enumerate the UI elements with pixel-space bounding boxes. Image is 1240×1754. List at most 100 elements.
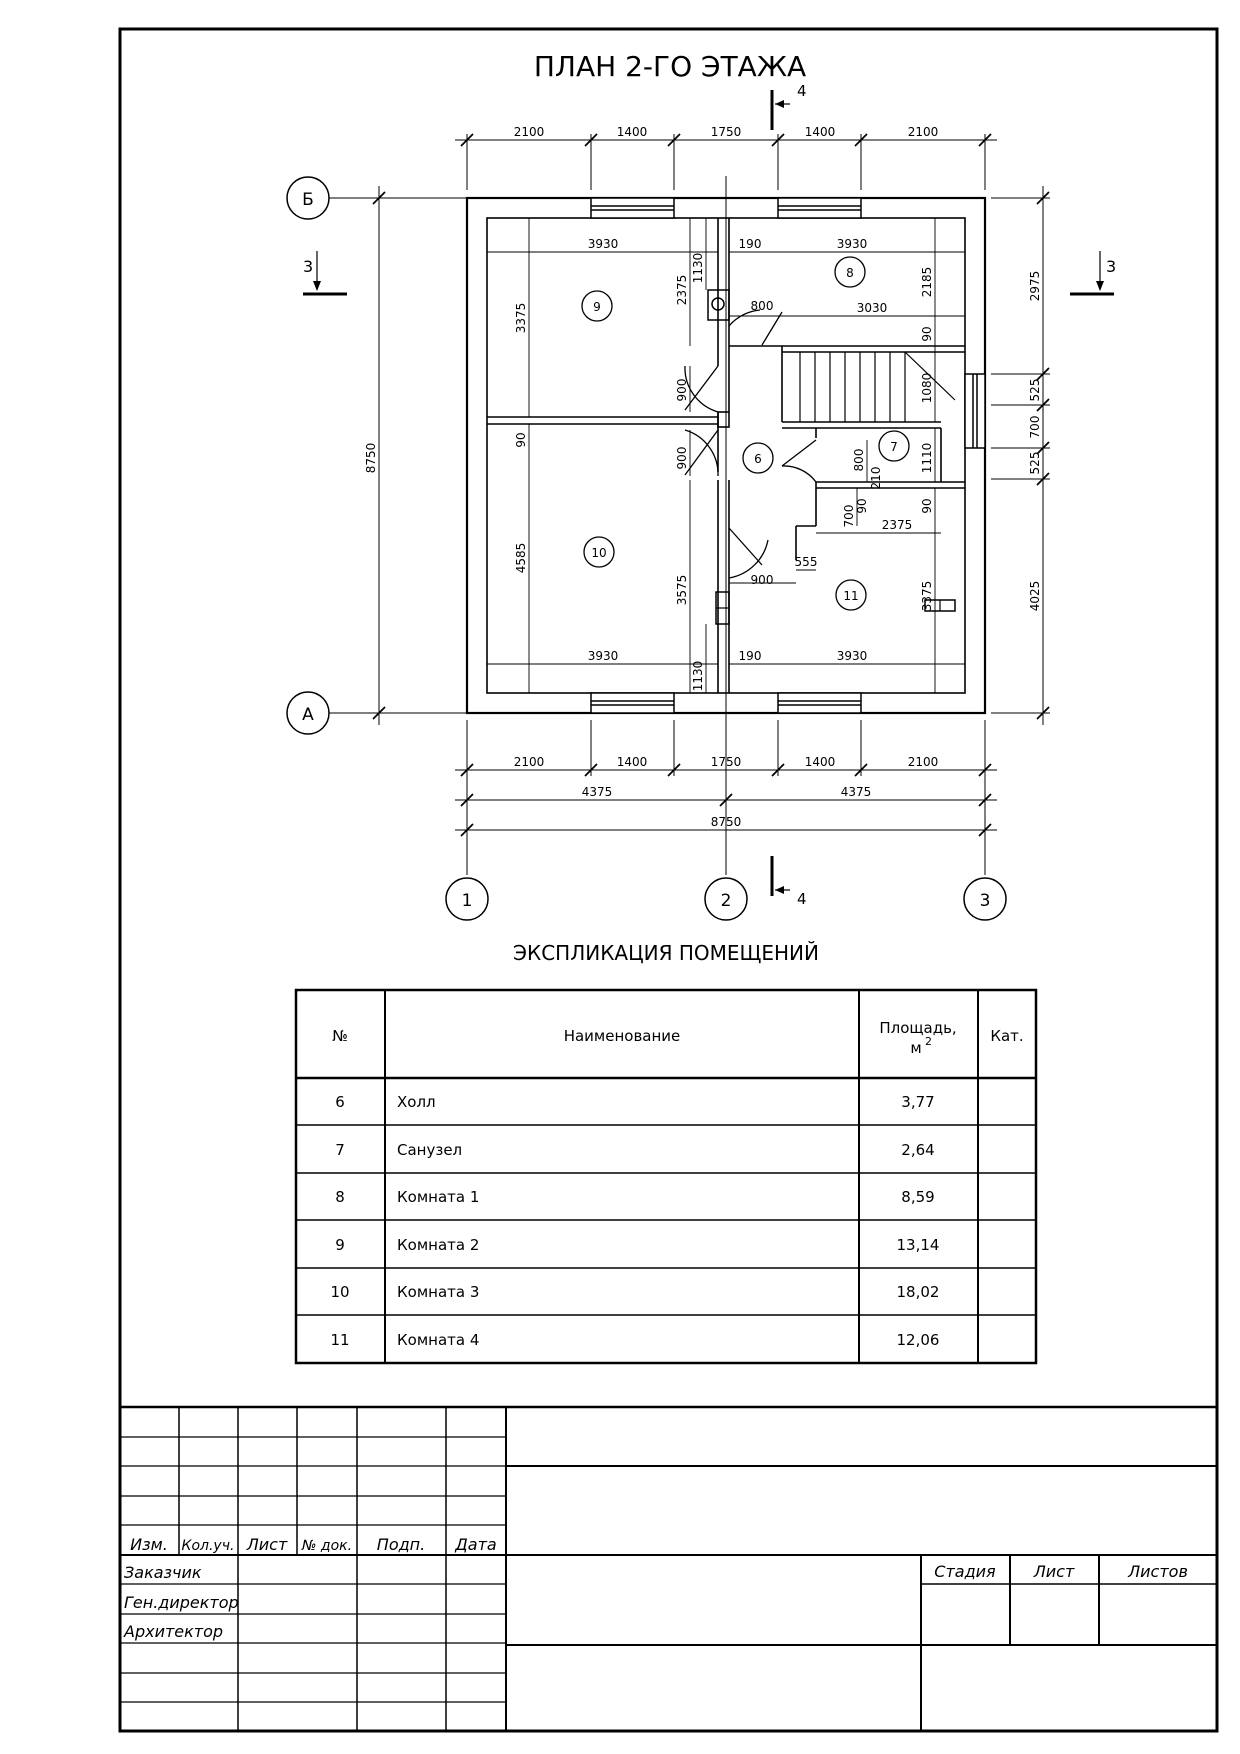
svg-text:525: 525 bbox=[1028, 379, 1042, 402]
svg-text:11: 11 bbox=[330, 1331, 349, 1349]
plan-title: ПЛАН 2-ГО ЭТАЖА bbox=[534, 50, 806, 83]
svg-text:900: 900 bbox=[675, 447, 689, 470]
room-tag-6: 6 bbox=[742, 442, 774, 474]
svg-text:9: 9 bbox=[335, 1236, 345, 1254]
svg-text:4: 4 bbox=[797, 82, 807, 100]
svg-text:1130: 1130 bbox=[691, 253, 705, 284]
svg-text:А: А bbox=[302, 705, 314, 725]
tb-col-kol: Кол.уч. bbox=[182, 1538, 235, 1554]
table-row: 9 Комната 2 13,14 bbox=[335, 1236, 939, 1254]
svg-text:4025: 4025 bbox=[1028, 581, 1042, 612]
svg-text:13,14: 13,14 bbox=[897, 1236, 940, 1254]
room-tag-10: 10 bbox=[583, 536, 615, 568]
svg-text:3930: 3930 bbox=[837, 649, 868, 663]
interior-dimension-lines bbox=[487, 218, 965, 693]
svg-text:90: 90 bbox=[514, 432, 528, 447]
svg-text:8750: 8750 bbox=[711, 815, 742, 829]
walls bbox=[465, 196, 987, 715]
svg-text:90: 90 bbox=[920, 326, 934, 341]
svg-text:90: 90 bbox=[920, 498, 934, 513]
svg-text:190: 190 bbox=[739, 237, 762, 251]
table-row: 7 Санузел 2,64 bbox=[335, 1141, 934, 1159]
tb-role-director: Ген.директор bbox=[124, 1593, 239, 1612]
svg-text:2375: 2375 bbox=[675, 275, 689, 306]
tb-col-podp: Подп. bbox=[377, 1535, 425, 1554]
header-name: Наименование bbox=[564, 1027, 681, 1045]
tb-col-data: Дата bbox=[454, 1535, 496, 1554]
svg-text:10: 10 bbox=[591, 546, 606, 560]
table-row: 10 Комната 3 18,02 bbox=[330, 1283, 939, 1301]
svg-text:Комната 4: Комната 4 bbox=[397, 1331, 479, 1349]
header-area: Площадь, bbox=[879, 1019, 956, 1037]
svg-text:525: 525 bbox=[1028, 452, 1042, 475]
svg-text:3375: 3375 bbox=[920, 581, 934, 612]
svg-text:190: 190 bbox=[739, 649, 762, 663]
svg-text:Санузел: Санузел bbox=[397, 1141, 462, 1159]
room-tag-8: 8 bbox=[834, 256, 866, 288]
svg-text:Комната 3: Комната 3 bbox=[397, 1283, 479, 1301]
svg-text:8750: 8750 bbox=[364, 443, 378, 474]
axis-marker-1: 1 bbox=[445, 877, 489, 921]
tb-sheets: Листов bbox=[1127, 1562, 1188, 1581]
svg-text:12,06: 12,06 bbox=[897, 1331, 940, 1349]
axis-marker-2: 2 bbox=[704, 877, 748, 921]
dimension-lines bbox=[378, 134, 1050, 836]
title-block: Изм. Кол.уч. Лист № док. Подп. Дата Зака… bbox=[120, 1405, 1217, 1731]
svg-text:210: 210 bbox=[869, 467, 883, 490]
svg-text:1130: 1130 bbox=[691, 661, 705, 692]
interior-dimension-texts: 3930 3375 3930 2185 3930 4585 3930 3375 … bbox=[514, 237, 934, 691]
svg-text:3930: 3930 bbox=[837, 237, 868, 251]
svg-text:3930: 3930 bbox=[588, 237, 619, 251]
axis-marker-3: 3 bbox=[963, 877, 1007, 921]
svg-text:2100: 2100 bbox=[908, 755, 939, 769]
section-mark-3-right: 3 bbox=[1070, 251, 1116, 296]
svg-text:Комната 2: Комната 2 bbox=[397, 1236, 479, 1254]
svg-text:3575: 3575 bbox=[675, 575, 689, 606]
svg-text:1750: 1750 bbox=[711, 125, 742, 139]
floor-plan: ПЛАН 2-ГО ЭТАЖА 4 4 3 3 bbox=[286, 50, 1116, 921]
svg-text:2,64: 2,64 bbox=[901, 1141, 934, 1159]
svg-text:700: 700 bbox=[842, 505, 856, 528]
room-tag-11: 11 bbox=[835, 579, 867, 611]
svg-text:800: 800 bbox=[751, 299, 774, 313]
dimension-texts: 2100 1400 1750 1400 2100 2100 1400 1750 … bbox=[364, 125, 1042, 829]
header-area-sup: 2 bbox=[925, 1035, 932, 1048]
svg-text:2975: 2975 bbox=[1028, 271, 1042, 302]
table-row: 6 Холл 3,77 bbox=[335, 1093, 934, 1111]
svg-text:4: 4 bbox=[797, 890, 807, 908]
svg-text:3: 3 bbox=[980, 891, 991, 911]
section-mark-4-top: 4 bbox=[770, 82, 807, 130]
svg-text:1400: 1400 bbox=[805, 755, 836, 769]
svg-text:1400: 1400 bbox=[805, 125, 836, 139]
svg-text:2185: 2185 bbox=[920, 267, 934, 298]
svg-text:2375: 2375 bbox=[882, 518, 913, 532]
svg-text:1400: 1400 bbox=[617, 755, 648, 769]
tb-col-doc: № док. bbox=[301, 1538, 352, 1554]
svg-text:90: 90 bbox=[855, 498, 869, 513]
dimension-ticks bbox=[372, 133, 1050, 837]
section-mark-4-bottom: 4 bbox=[770, 856, 807, 908]
svg-text:700: 700 bbox=[1028, 416, 1042, 439]
svg-text:900: 900 bbox=[675, 379, 689, 402]
tb-col-izm: Изм. bbox=[130, 1535, 168, 1554]
svg-text:9: 9 bbox=[593, 300, 601, 314]
tb-stage: Стадия bbox=[934, 1562, 996, 1581]
svg-text:8: 8 bbox=[846, 266, 854, 280]
room-tag-7: 7 bbox=[878, 430, 910, 462]
tb-role-architect: Архитектор bbox=[123, 1622, 223, 1641]
svg-text:8: 8 bbox=[335, 1188, 345, 1206]
svg-text:1110: 1110 bbox=[920, 443, 934, 474]
tb-role-customer: Заказчик bbox=[124, 1563, 202, 1582]
svg-text:2100: 2100 bbox=[514, 125, 545, 139]
svg-text:1750: 1750 bbox=[711, 755, 742, 769]
table-row: 11 Комната 4 12,06 bbox=[330, 1331, 939, 1349]
header-cat: Кат. bbox=[990, 1027, 1023, 1045]
svg-text:4585: 4585 bbox=[514, 543, 528, 574]
header-num: № bbox=[332, 1027, 348, 1045]
svg-text:7: 7 bbox=[890, 440, 898, 454]
svg-text:3: 3 bbox=[303, 257, 313, 276]
room-explication: ЭКСПЛИКАЦИЯ ПОМЕЩЕНИЙ № Наименование Пло… bbox=[294, 941, 1038, 1365]
svg-text:3030: 3030 bbox=[857, 301, 888, 315]
svg-text:2: 2 bbox=[721, 891, 732, 911]
